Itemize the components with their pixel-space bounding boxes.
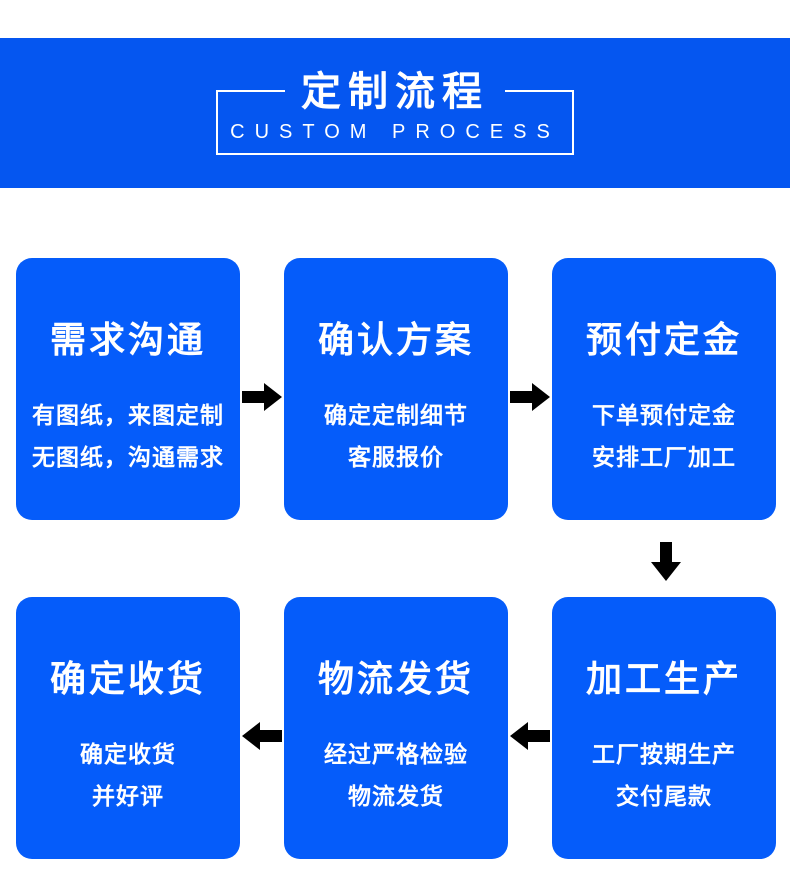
step-title: 加工生产 (585, 658, 742, 699)
process-flow-diagram: 需求沟通 有图纸，来图定制 无图纸，沟通需求 确认方案 确定定制细节 客服报价 (0, 258, 790, 859)
flow-row-top: 需求沟通 有图纸，来图定制 无图纸，沟通需求 确认方案 确定定制细节 客服报价 (0, 258, 790, 520)
step-title: 物流发货 (317, 658, 474, 699)
step-card-demand: 需求沟通 有图纸，来图定制 无图纸，沟通需求 (16, 258, 240, 520)
step-description: 确定收货 并好评 (16, 733, 240, 817)
step-description: 工厂按期生产 交付尾款 (552, 733, 776, 817)
arrow-left-icon (510, 721, 550, 751)
title-box: 定制流程 CUSTOM PROCESS (216, 72, 574, 155)
step-desc-line: 确定收货 (80, 741, 176, 767)
step-desc-line: 客服报价 (348, 444, 444, 470)
page-title: 定制流程 (285, 72, 505, 112)
arrow-right-icon (510, 382, 550, 412)
step-desc-line: 确定定制细节 (324, 402, 468, 428)
step-description: 下单预付定金 安排工厂加工 (552, 394, 776, 478)
page-subtitle: CUSTOM PROCESS (230, 121, 560, 143)
step-desc-line: 并好评 (92, 783, 164, 809)
header-banner: 定制流程 CUSTOM PROCESS (0, 38, 790, 188)
step-description: 经过严格检验 物流发货 (284, 733, 508, 817)
arrow-right-icon (242, 382, 282, 412)
step-card-shipping: 物流发货 经过严格检验 物流发货 (284, 597, 508, 859)
step-desc-line: 交付尾款 (616, 783, 712, 809)
step-card-confirm-receipt: 确定收货 确定收货 并好评 (16, 597, 240, 859)
step-description: 有图纸，来图定制 无图纸，沟通需求 (16, 394, 240, 478)
step-card-production: 加工生产 工厂按期生产 交付尾款 (552, 597, 776, 859)
step-desc-line: 物流发货 (348, 783, 444, 809)
flow-row-bottom: 确定收货 确定收货 并好评 物流发货 经过严格检验 物流发货 (0, 597, 790, 859)
step-desc-line: 安排工厂加工 (592, 444, 736, 470)
step-card-confirm-plan: 确认方案 确定定制细节 客服报价 (284, 258, 508, 520)
step-desc-line: 无图纸，沟通需求 (32, 444, 224, 470)
arrow-down-icon (650, 542, 682, 582)
step-desc-line: 经过严格检验 (324, 741, 468, 767)
step-title: 确认方案 (317, 319, 474, 360)
step-title: 需求沟通 (49, 319, 206, 360)
arrow-left-icon (242, 721, 282, 751)
step-desc-line: 下单预付定金 (592, 402, 736, 428)
step-desc-line: 有图纸，来图定制 (32, 402, 224, 428)
step-card-deposit: 预付定金 下单预付定金 安排工厂加工 (552, 258, 776, 520)
step-title: 确定收货 (49, 658, 206, 699)
step-description: 确定定制细节 客服报价 (284, 394, 508, 478)
step-desc-line: 工厂按期生产 (592, 741, 736, 767)
step-title: 预付定金 (585, 319, 742, 360)
